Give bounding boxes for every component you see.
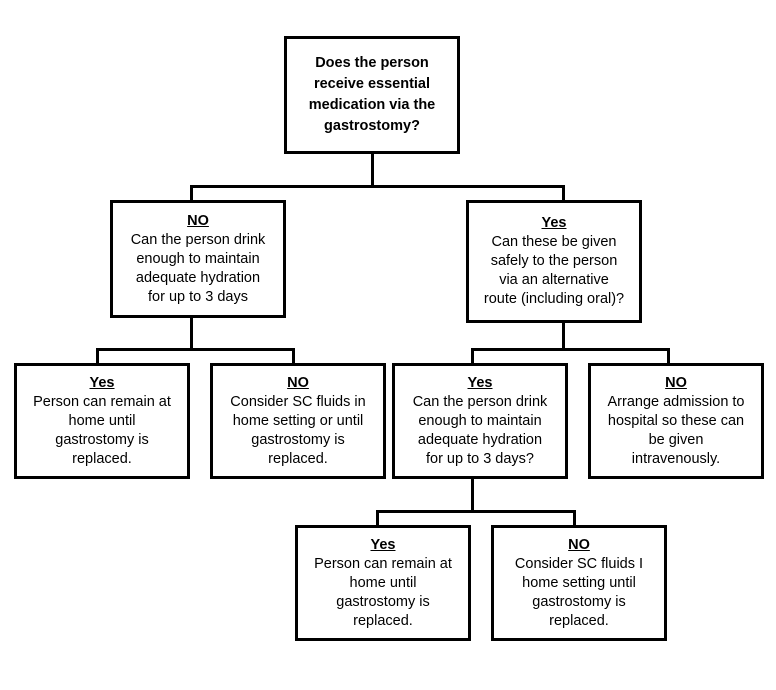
connector-row2-right-drop	[562, 185, 565, 201]
node-no-branch-body: Can the person drink enough to maintain …	[130, 231, 266, 305]
node-root-question[interactable]: Does the person receive essential medica…	[284, 36, 460, 154]
connector-no-no-drop	[292, 348, 295, 364]
node-yes-yes-branch-body: Can the person drink enough to maintain …	[412, 393, 548, 467]
node-no-no-outcome[interactable]: NO Consider SC fluids in home setting or…	[210, 363, 386, 479]
connector-row2-left-drop	[190, 185, 193, 201]
node-final-no-outcome-body: Consider SC fluids I home setting until …	[514, 555, 644, 629]
node-no-yes-outcome-body: Person can remain at home until gastrost…	[33, 393, 171, 467]
node-yes-branch-body: Can these be given safely to the person …	[483, 234, 625, 307]
node-final-yes-outcome[interactable]: Yes Person can remain at home until gast…	[295, 525, 471, 641]
node-final-no-outcome[interactable]: NO Consider SC fluids I home setting unt…	[491, 525, 667, 641]
connector-no-branch-bar	[96, 348, 295, 351]
connector-row2-bar	[190, 185, 565, 188]
connector-final-yes-drop	[376, 510, 379, 526]
node-yes-yes-branch-label: Yes	[467, 374, 493, 391]
connector-no-yes-drop	[96, 348, 99, 364]
node-yes-branch-label: Yes	[541, 215, 567, 231]
connector-final-bar	[376, 510, 576, 513]
connector-root-stem	[371, 153, 374, 185]
connector-yes-no-drop	[667, 348, 670, 364]
node-no-branch-label: NO	[187, 212, 209, 229]
node-yes-no-outcome-body: Arrange admission to hospital so these c…	[607, 393, 745, 467]
connector-final-stem	[471, 479, 474, 510]
node-yes-no-outcome[interactable]: NO Arrange admission to hospital so thes…	[588, 363, 764, 479]
node-no-no-outcome-body: Consider SC fluids in home setting or un…	[230, 393, 366, 467]
node-no-no-outcome-label: NO	[287, 374, 309, 391]
node-no-yes-outcome-label: Yes	[89, 374, 115, 391]
node-no-yes-outcome[interactable]: Yes Person can remain at home until gast…	[14, 363, 190, 479]
connector-no-branch-stem	[190, 317, 193, 348]
node-final-no-outcome-label: NO	[568, 536, 590, 553]
node-yes-yes-branch[interactable]: Yes Can the person drink enough to maint…	[392, 363, 568, 479]
node-root-question-body: Does the person receive essential medica…	[308, 55, 436, 134]
node-no-branch[interactable]: NO Can the person drink enough to mainta…	[110, 200, 286, 318]
node-yes-no-outcome-label: NO	[665, 374, 687, 391]
connector-yes-branch-bar	[471, 348, 670, 351]
node-final-yes-outcome-label: Yes	[370, 536, 396, 553]
node-final-yes-outcome-body: Person can remain at home until gastrost…	[314, 555, 452, 629]
connector-final-no-drop	[573, 510, 576, 526]
node-yes-branch[interactable]: Yes Can these be given safely to the per…	[466, 200, 642, 323]
connector-yes-yes-drop	[471, 348, 474, 364]
connector-yes-branch-stem	[562, 322, 565, 348]
